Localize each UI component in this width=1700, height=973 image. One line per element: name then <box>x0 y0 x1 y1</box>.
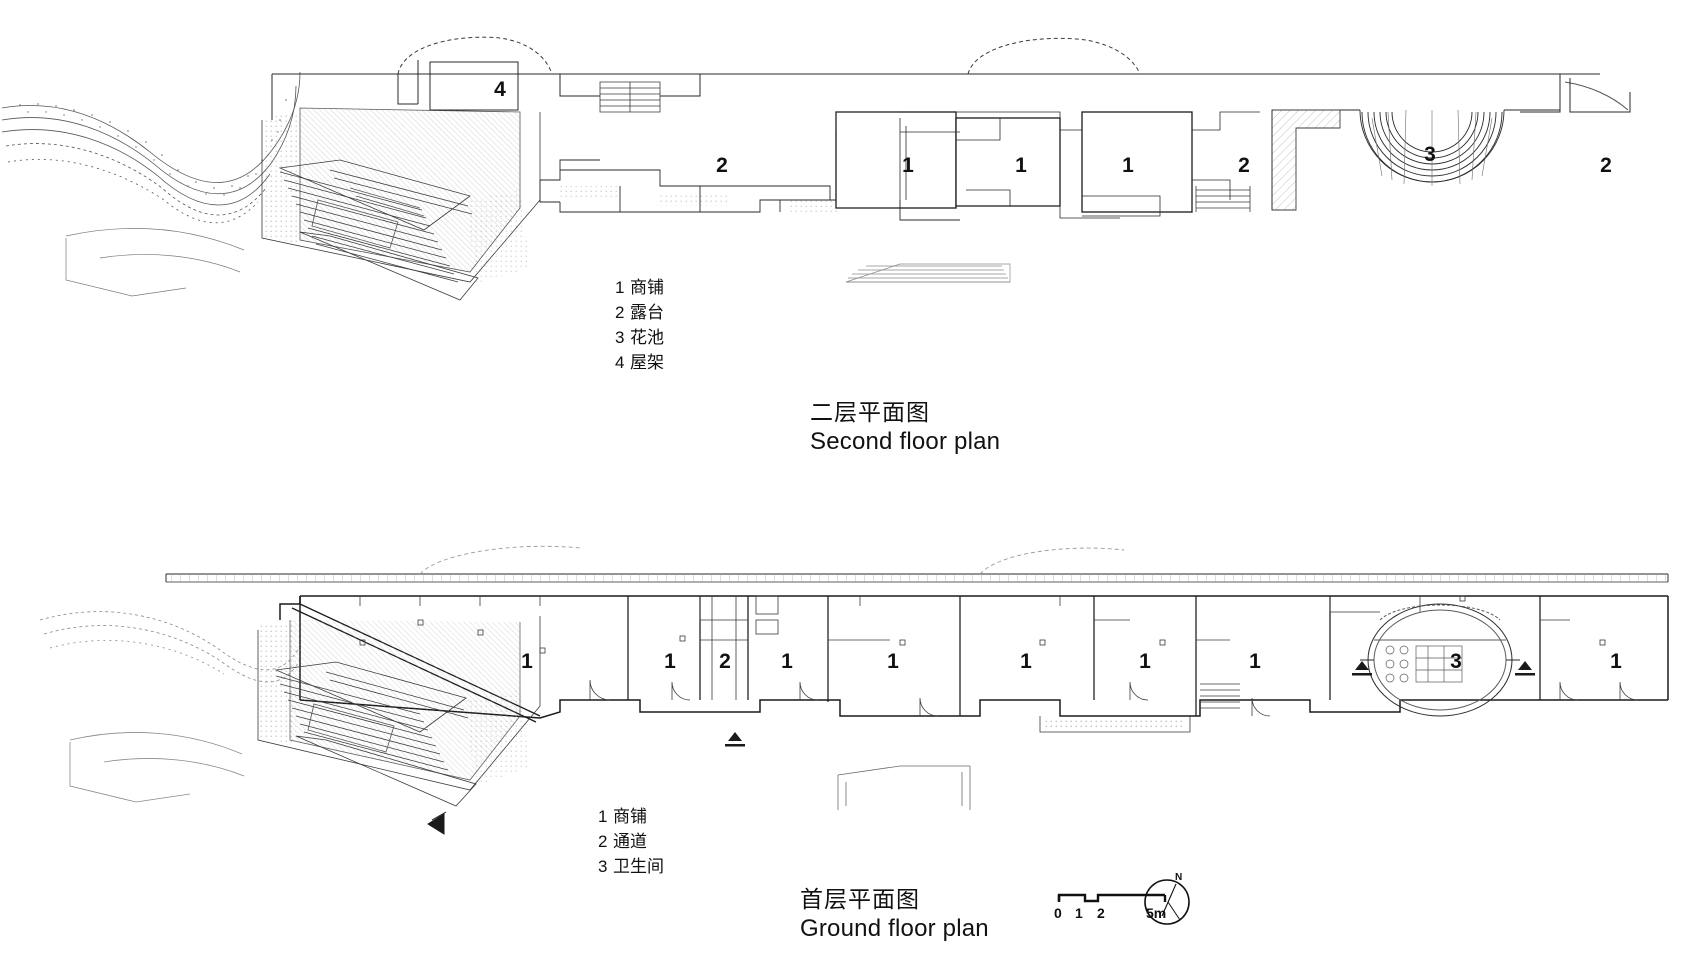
scale-tick-1: 1 <box>1075 905 1083 921</box>
second-floor-title-block: 二层平面图 Second floor plan <box>810 398 1000 457</box>
room-number: 1 <box>664 650 676 673</box>
second-floor-flower-bed-circle <box>1340 109 1560 186</box>
ground-floor-restroom <box>1360 603 1520 717</box>
second-floor-shop-details <box>835 111 1260 219</box>
second-floor-section-annotation <box>845 263 1011 283</box>
legend-number: 1 <box>598 807 608 826</box>
legend-label: 卫生间 <box>613 856 664 876</box>
roof-outline-second-floor <box>271 36 1631 120</box>
room-number: 3 <box>1450 650 1462 673</box>
room-number: 2 <box>1600 154 1612 177</box>
legend-label: 屋架 <box>630 352 664 372</box>
room-number: 1 <box>1122 154 1134 177</box>
ground-floor-title-en: Ground floor plan <box>800 914 989 942</box>
legend-number: 4 <box>615 352 625 372</box>
scale-tick-2: 2 <box>1097 905 1105 921</box>
room-number: 1 <box>1139 650 1151 673</box>
ground-terrace-hatch <box>258 620 530 786</box>
second-floor-terrace-deck <box>539 159 960 221</box>
legend-number: 2 <box>598 831 608 851</box>
room-number: 1 <box>1610 650 1622 673</box>
scale-bar-graphic <box>1057 893 1167 903</box>
second-floor-title-en: Second floor plan <box>810 427 1001 455</box>
ground-floor-plan-geometry <box>39 545 1669 835</box>
ground-floor-title-cn: 首层平面图 <box>800 886 920 912</box>
lower-landscape-curves <box>65 228 245 297</box>
room-number: 1 <box>781 650 793 673</box>
room-number: 1 <box>1015 154 1027 177</box>
legend-label: 商铺 <box>630 278 664 297</box>
room-number: 1 <box>1020 650 1032 673</box>
ground-floor-canopy-band <box>165 545 1669 583</box>
room-number: 1 <box>1249 650 1261 673</box>
ground-floor-section-annotation <box>837 765 971 810</box>
legend-item: 1 商铺 <box>598 805 664 830</box>
legend-label: 露台 <box>630 302 664 322</box>
legend-label: 花池 <box>630 327 664 347</box>
ground-floor-interior-details <box>359 595 1639 733</box>
terrace-ground-hatch <box>262 112 530 284</box>
landscape-stipple <box>19 99 287 196</box>
room-number: 4 <box>494 78 506 101</box>
stair-direction-markers <box>725 661 1535 747</box>
ground-floor-title-block: 首层平面图 Ground floor plan <box>800 885 989 944</box>
legend-number: 3 <box>598 856 608 876</box>
room-number: 2 <box>716 154 728 177</box>
second-floor-plan-geometry <box>1 36 1631 301</box>
north-label: N <box>1175 872 1183 883</box>
ground-floor-entry-arrow <box>427 811 447 835</box>
compass-rose-graphic <box>1144 879 1190 925</box>
legend-item: 1 商铺 <box>615 276 664 301</box>
second-floor-title-cn: 二层平面图 <box>810 399 930 425</box>
room-number: 2 <box>719 650 731 673</box>
legend-number: 2 <box>615 302 625 322</box>
legend-label: 通道 <box>613 831 647 851</box>
second-floor-shop-blocks <box>835 111 1193 213</box>
legend-label: 商铺 <box>613 807 647 826</box>
room-number: 1 <box>521 650 533 673</box>
room-number: 2 <box>1238 154 1250 177</box>
legend-number: 1 <box>615 278 625 297</box>
room-number: 3 <box>1424 143 1436 166</box>
scale-tick-0: 0 <box>1054 905 1062 921</box>
scale-end-label: 5m <box>1146 905 1167 921</box>
room-number: 1 <box>902 154 914 177</box>
ground-floor-partitions <box>627 596 1541 716</box>
site-contour-lines <box>1 71 301 224</box>
room-number: 1 <box>887 650 899 673</box>
legend-number: 3 <box>615 327 625 347</box>
second-floor-planter <box>1271 109 1341 211</box>
